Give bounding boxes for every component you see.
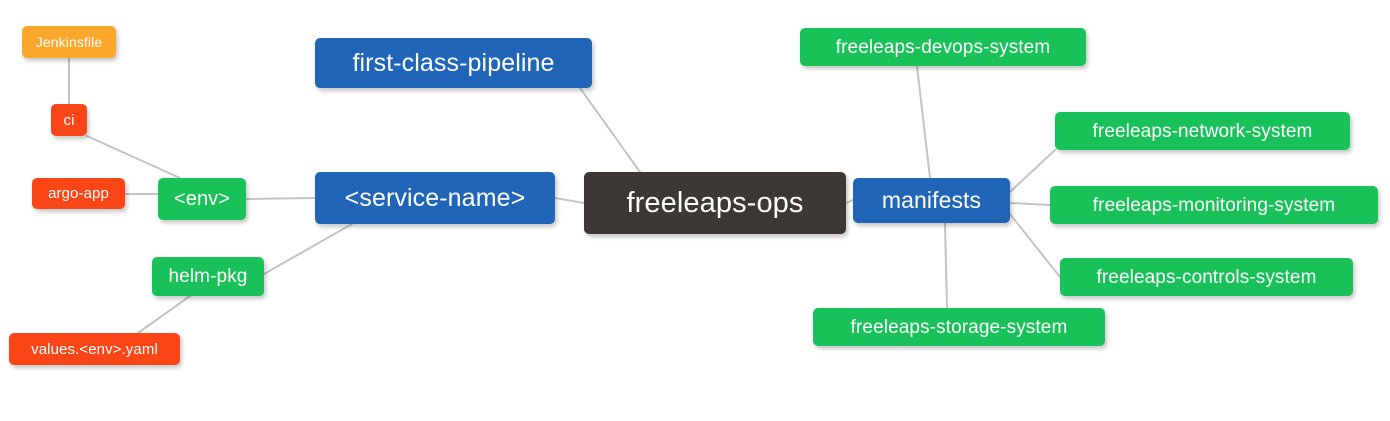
mindmap-node-first-class-pipeline[interactable]: first-class-pipeline [315, 38, 592, 88]
mindmap-edge [579, 87, 641, 173]
mindmap-edge [845, 199, 854, 204]
mindmap-edge [245, 197, 316, 200]
mindmap-node-env[interactable]: <env> [158, 178, 246, 220]
mindmap-node-freeleaps-devops-system[interactable]: freeleaps-devops-system [800, 28, 1086, 66]
mindmap-edge [137, 295, 191, 334]
mindmap-edge [1009, 202, 1051, 206]
mindmap-node-freeleaps-network-system[interactable]: freeleaps-network-system [1055, 112, 1350, 150]
mindmap-node-argo-app[interactable]: argo-app [32, 178, 125, 209]
mindmap-node-manifests[interactable]: manifests [853, 178, 1010, 223]
mindmap-edge [1009, 149, 1056, 193]
mindmap-edge [916, 65, 931, 179]
mindmap-node-freeleaps-controls-system[interactable]: freeleaps-controls-system [1060, 258, 1353, 296]
mindmap-edge [944, 222, 948, 309]
mindmap-node-helm-pkg[interactable]: helm-pkg [152, 257, 264, 296]
mindmap-node-jenkinsfile[interactable]: Jenkinsfile [22, 26, 116, 58]
mindmap-edge [86, 135, 181, 179]
mindmap-edge [263, 223, 353, 275]
mindmap-node-freeleaps-ops[interactable]: freeleaps-ops [584, 172, 846, 234]
mindmap-node-values-env-yaml[interactable]: values.<env>.yaml [9, 333, 180, 365]
mindmap-edge [554, 197, 585, 204]
mindmap-node-freeleaps-storage-system[interactable]: freeleaps-storage-system [813, 308, 1105, 346]
mindmap-node-freeleaps-monitoring-system[interactable]: freeleaps-monitoring-system [1050, 186, 1378, 224]
mindmap-node-ci[interactable]: ci [51, 104, 87, 136]
mindmap-node-service-name[interactable]: <service-name> [315, 172, 555, 224]
